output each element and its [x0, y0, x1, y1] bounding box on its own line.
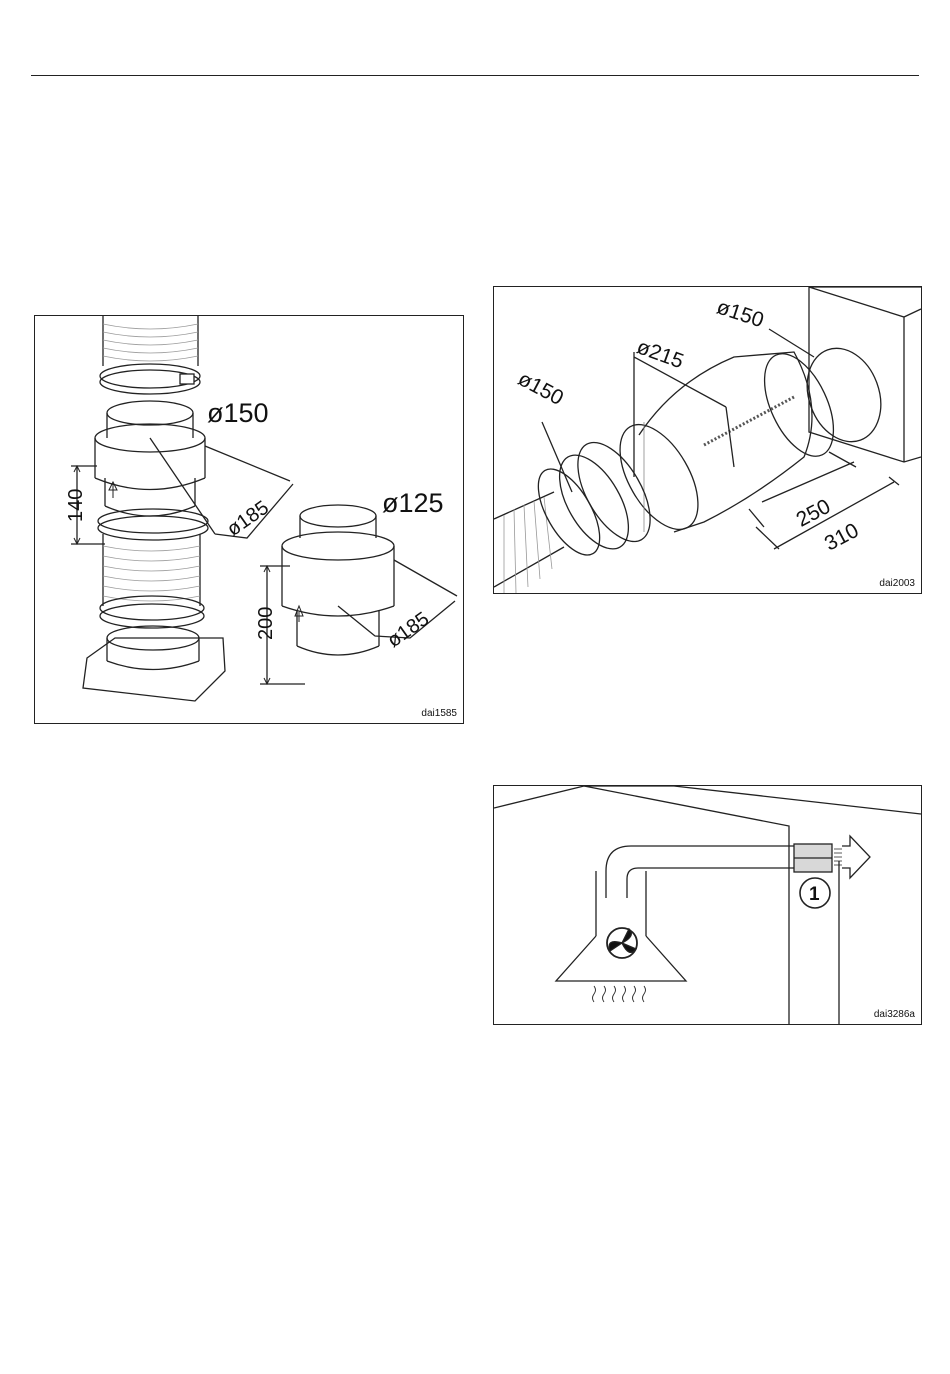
- figure-code: dai1585: [421, 708, 457, 719]
- wall-box: [809, 287, 921, 462]
- label-d150: ø150: [207, 398, 269, 428]
- label-l310: 310: [821, 519, 863, 556]
- silencer-inlet: [604, 412, 714, 542]
- exhaust-duct: [606, 846, 794, 898]
- label-d185a: ø185: [223, 497, 273, 541]
- label-d150-left: ø150: [514, 367, 567, 410]
- duct-connectors-drawing: ø150 ø185 140 ø125 ø185 200: [35, 316, 463, 723]
- hood-installation-drawing: 1: [494, 786, 921, 1024]
- label-l250: 250: [793, 495, 835, 532]
- exhaust-arrow: [842, 836, 870, 878]
- hose-clamp-mid: [98, 509, 208, 533]
- flex-hose-left: [494, 492, 564, 587]
- label-h200: 200: [255, 607, 277, 640]
- callout-label: 1: [809, 884, 820, 905]
- connector-150-top: [107, 401, 193, 425]
- hood-chimney: [596, 871, 646, 936]
- heat-waves: [593, 986, 646, 1002]
- hose-clamp-left: [526, 459, 612, 564]
- silencer-drawing: ø150 ø215 ø150 250 310: [494, 287, 921, 593]
- figure-duct-connectors: ø150 ø185 140 ø125 ø185 200 dai1585: [34, 315, 464, 724]
- header-rule: [31, 75, 919, 76]
- label-h140: 140: [65, 489, 87, 522]
- figure-silencer: ø150 ø215 ø150 250 310 dai2003: [493, 286, 922, 594]
- figure-code: dai3286a: [874, 1009, 915, 1020]
- figure-hood-installation: 1 dai3286a: [493, 785, 922, 1025]
- figure-code: dai2003: [879, 578, 915, 589]
- connector-125-top: [300, 505, 376, 527]
- label-d185b: ø185: [383, 608, 433, 652]
- coupling-ring: [563, 431, 665, 553]
- label-d125: ø125: [382, 488, 444, 518]
- label-d150-right: ø150: [714, 296, 767, 333]
- dim-line-215: [634, 352, 734, 477]
- silencer-body: [639, 352, 812, 532]
- label-d215: ø215: [634, 335, 687, 373]
